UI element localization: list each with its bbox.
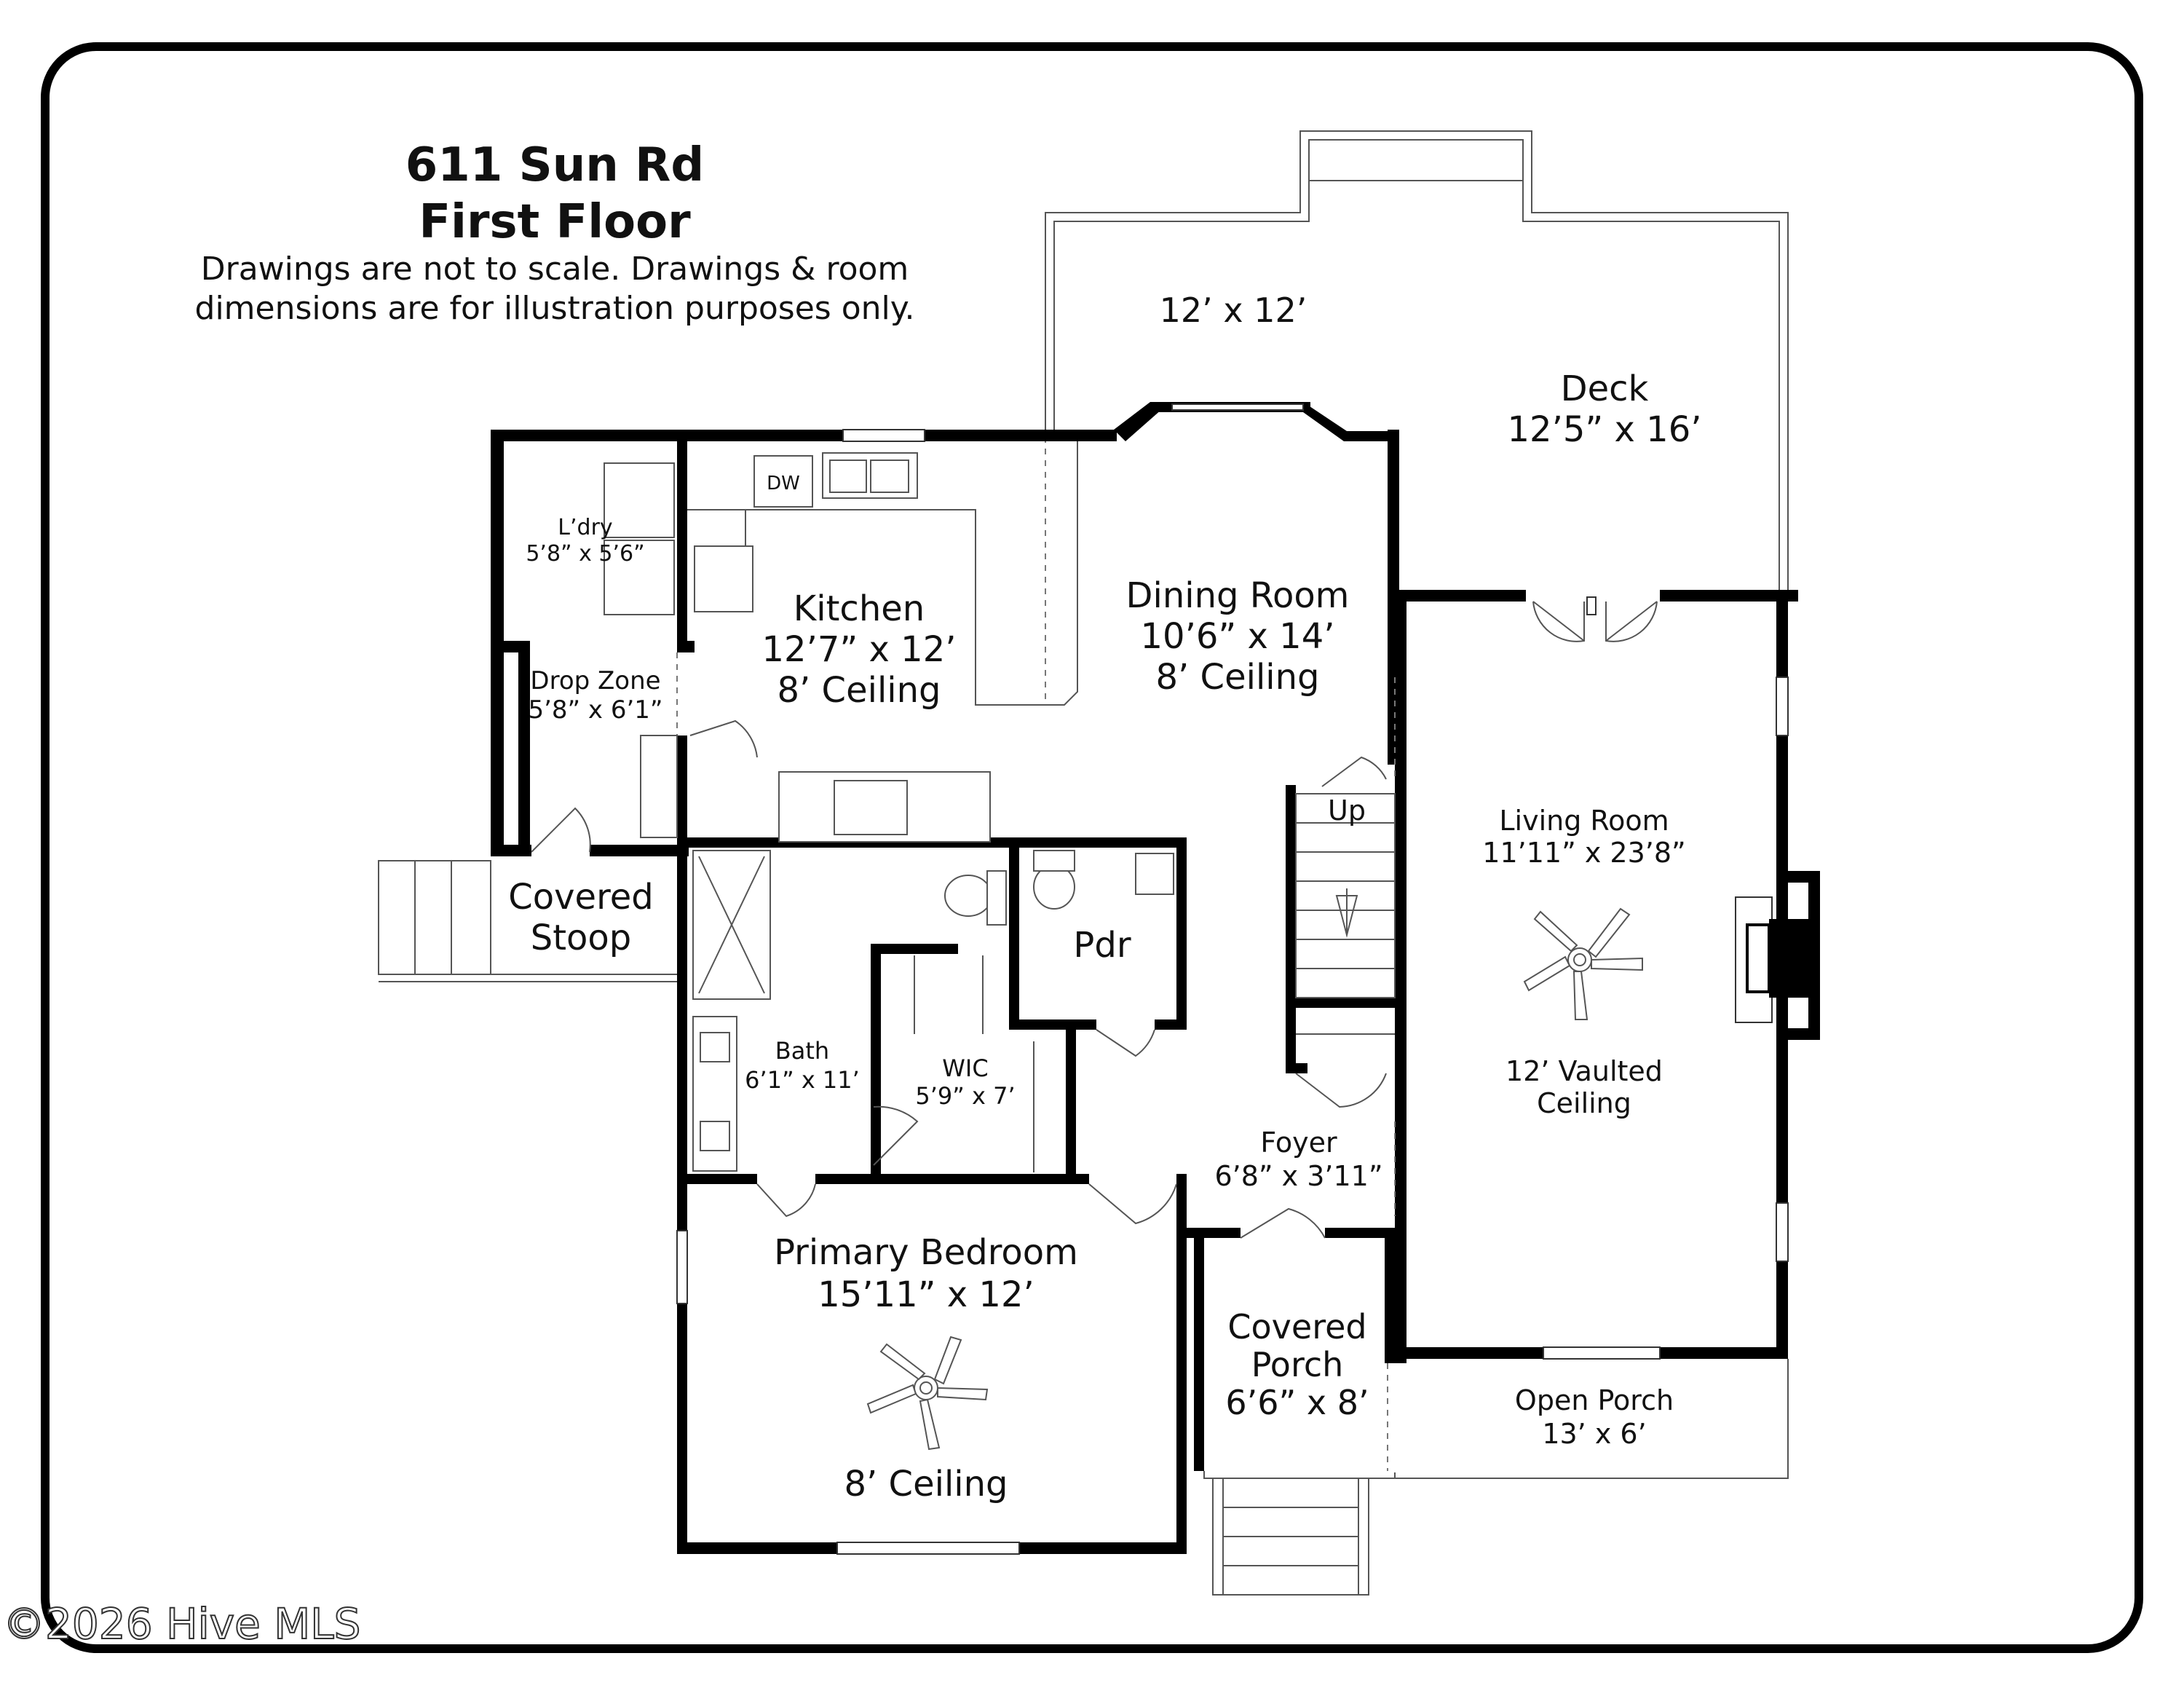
windows: [676, 403, 1813, 1555]
kitchen-name: Kitchen: [794, 588, 925, 629]
primary-bedroom-size: 15’11” x 12’: [818, 1274, 1034, 1315]
foyer-name: Foyer: [1260, 1127, 1337, 1159]
primary-bedroom-ceiling: 8’ Ceiling: [844, 1464, 1008, 1504]
living-size: 11’11” x 23’8”: [1482, 837, 1685, 869]
bath-size: 6’1” x 11’: [745, 1066, 860, 1094]
drop-zone-name: Drop Zone: [530, 666, 660, 695]
dishwasher-label: DW: [767, 473, 800, 494]
porch-outline: [1203, 1359, 1789, 1596]
disclaimer-line-1: Drawings are not to scale. Drawings & ro…: [201, 251, 909, 288]
door-swings: [531, 596, 1658, 1471]
floor-title: First Floor: [419, 195, 691, 249]
stairs-up-label: Up: [1328, 794, 1366, 827]
open-porch-size: 13’ x 6’: [1542, 1418, 1646, 1450]
bath-name: Bath: [775, 1037, 829, 1065]
laundry-name: L’dry: [558, 515, 612, 540]
address-title: 611 Sun Rd: [405, 138, 704, 192]
deck-extension-size: 12’ x 12’: [1160, 291, 1307, 330]
kitchen-size: 12’7” x 12’: [762, 629, 957, 670]
wic-size: 5’9” x 7’: [915, 1082, 1015, 1110]
deck-size: 12’5” x 16’: [1508, 409, 1702, 450]
kitchen-ceiling: 8’ Ceiling: [778, 670, 941, 711]
covered-stoop-steps: [378, 860, 677, 982]
primary-bedroom-name: Primary Bedroom: [774, 1232, 1078, 1273]
dining-name: Dining Room: [1126, 575, 1350, 616]
fixtures: [604, 441, 1396, 1172]
drop-zone-size: 5’8” x 6’1”: [528, 695, 662, 725]
walls: [491, 402, 1820, 1554]
living-ceiling-line-2: Ceiling: [1537, 1087, 1631, 1119]
covered-stoop-line-1: Covered: [508, 877, 654, 918]
wic-name: WIC: [942, 1054, 988, 1082]
covered-porch-line-2: Porch: [1251, 1345, 1344, 1384]
powder-name: Pdr: [1073, 925, 1131, 966]
foyer-size: 6’8” x 3’11”: [1214, 1160, 1382, 1192]
dining-ceiling: 8’ Ceiling: [1156, 657, 1320, 698]
covered-stoop-line-2: Stoop: [531, 918, 632, 958]
deck-name: Deck: [1561, 368, 1649, 409]
outer-frame: [41, 42, 2143, 1653]
living-ceiling-line-1: 12’ Vaulted: [1506, 1055, 1663, 1087]
staircase: [1295, 793, 1396, 1035]
disclaimer-line-2: dimensions are for illustration purposes…: [195, 290, 915, 327]
living-name: Living Room: [1499, 805, 1669, 837]
living-room-ceiling-fan-icon: [1523, 907, 1643, 1020]
open-porch-name: Open Porch: [1515, 1384, 1674, 1416]
copyright-watermark: ©2026 Hive MLS: [3, 1599, 360, 1649]
covered-porch-line-1: Covered: [1227, 1307, 1366, 1346]
deck-outline: [1045, 130, 1789, 699]
dining-size: 10’6” x 14’: [1141, 616, 1335, 657]
laundry-size: 5’8” x 5’6”: [526, 541, 644, 567]
covered-porch-size: 6’6” x 8’: [1225, 1383, 1369, 1422]
bedroom-ceiling-fan-icon: [866, 1336, 989, 1451]
